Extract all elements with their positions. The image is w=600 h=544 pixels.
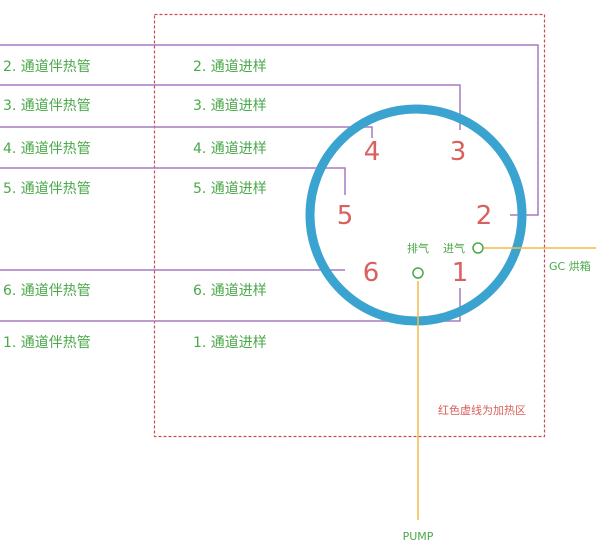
sample-label: 3. 通道进样 (193, 98, 267, 114)
gc-oven-label: GC 烘箱 (549, 259, 591, 273)
heating-zone (153, 13, 546, 438)
zone-note: 红色虚线为加热区 (438, 403, 526, 417)
exhaust-port-icon (412, 267, 424, 279)
exhaust-label: 排气 (407, 241, 429, 255)
sample-label: 6. 通道进样 (193, 283, 267, 299)
heat-label: 1. 通道伴热管 (3, 335, 91, 351)
pipe-channel-4 (0, 126, 373, 138)
valve-ring (305, 104, 527, 326)
port-4: 4 (364, 137, 381, 167)
pipe-channel-1 (0, 288, 461, 322)
sample-label: 1. 通道进样 (193, 335, 267, 351)
port-6: 6 (363, 258, 380, 288)
sample-label: 5. 通道进样 (193, 181, 267, 197)
sample-label: 4. 通道进样 (193, 141, 267, 157)
port-1: 1 (452, 258, 469, 288)
port-5: 5 (337, 201, 354, 231)
heat-label: 4. 通道伴热管 (3, 141, 91, 157)
pump-label: PUMP (403, 530, 434, 543)
heat-label: 3. 通道伴热管 (3, 98, 91, 114)
inlet-port-icon (472, 242, 484, 254)
heat-label: 6. 通道伴热管 (3, 283, 91, 299)
port-2: 2 (476, 201, 493, 231)
heat-label: 2. 通道伴热管 (3, 59, 91, 75)
pipe-channel-5 (0, 167, 346, 195)
port-3: 3 (450, 137, 467, 167)
heat-label: 5. 通道伴热管 (3, 181, 91, 197)
inlet-label: 进气 (443, 241, 465, 255)
sample-label: 2. 通道进样 (193, 59, 267, 75)
